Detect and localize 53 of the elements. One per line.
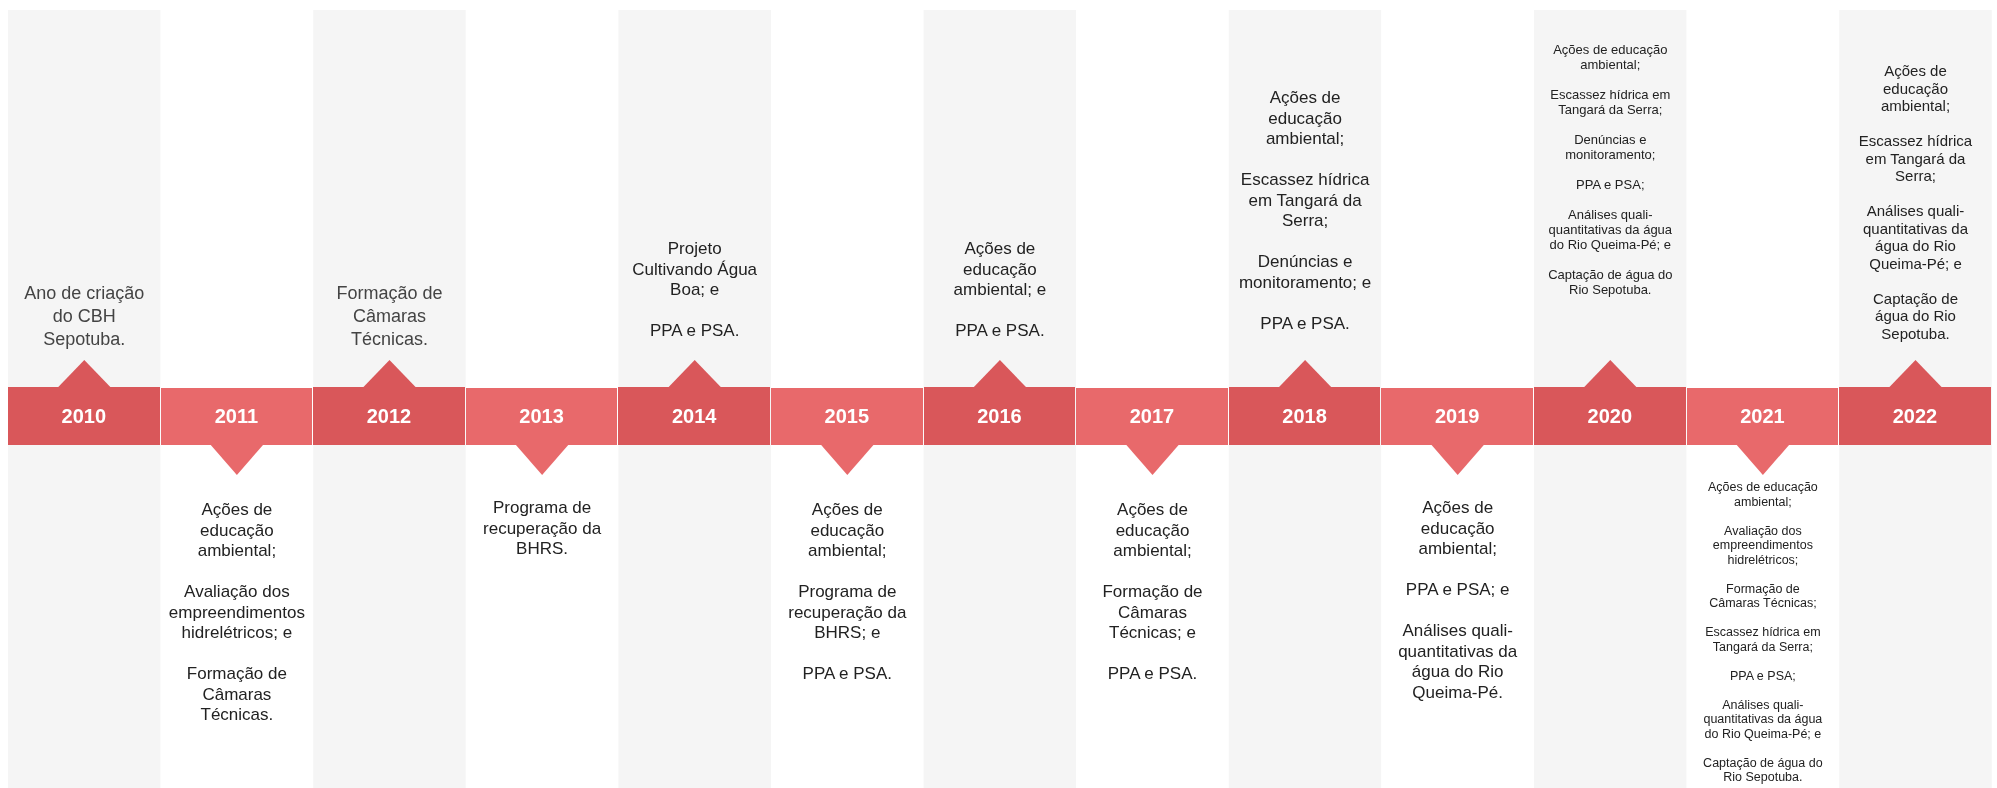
event-text: PPA e PSA; bbox=[1575, 177, 1646, 192]
event-text: Captação de água do Rio Sepotuba. bbox=[1702, 755, 1824, 785]
year-label: 2014 bbox=[671, 404, 717, 428]
event-text: Análises quali-quantitativas da água do Rio Queima-Pé. bbox=[1397, 621, 1519, 703]
event-text: PPA e PSA. bbox=[1259, 313, 1351, 334]
event-text: Análises quali-quantitativas da água do Rio Queima-Pé; e bbox=[1547, 207, 1673, 252]
event-text: Ano de criação do CBH Sepotuba. bbox=[23, 282, 146, 351]
event-text: PPA e PSA; e bbox=[1404, 580, 1511, 601]
year-label: 2015 bbox=[824, 405, 870, 428]
event-text: Programa de recuperação da BHRS. bbox=[482, 498, 603, 560]
year-label: 2016 bbox=[977, 404, 1022, 428]
event-text: Ações de educação ambiental; bbox=[1879, 62, 1952, 115]
year-label: 2011 bbox=[214, 405, 259, 428]
event-text: Denúncias e monitoramento; e bbox=[1237, 252, 1373, 293]
event-text: Ações de educação ambiental; bbox=[1264, 88, 1346, 150]
event-text: Análises quali-quantitativas da água do Rio Queima-Pé; e bbox=[1861, 202, 1970, 272]
event-text: Captação de água do Rio Sepotuba. bbox=[1547, 267, 1673, 297]
event-text: Escassez hídrica em Tangará da Serra; bbox=[1857, 132, 1974, 185]
event-text: Ações de educação ambiental; bbox=[1417, 498, 1498, 560]
event-text: PPA e PSA; bbox=[1729, 668, 1797, 683]
event-text: Escassez hídrica em Tangará da Serra; bbox=[1549, 87, 1672, 117]
event-text: Análises quali-quantitativas da água do Rio Queima-Pé; e bbox=[1702, 697, 1824, 741]
event-text: Avaliação dos empreendimentos hidrelétricos; bbox=[1711, 523, 1814, 567]
year-label: 2020 bbox=[1587, 404, 1633, 428]
event-text: Escassez hídrica em Tangará da Serra; bbox=[1239, 170, 1371, 232]
event-text: PPA e PSA. bbox=[801, 664, 894, 685]
year-label: 2013 bbox=[519, 405, 564, 428]
event-text: Ações de educação ambiental; bbox=[196, 500, 278, 562]
event-text: Denúncias e monitoramento; bbox=[1564, 132, 1657, 162]
event-text: Projeto Cultivando Água Boa; e bbox=[631, 239, 759, 301]
event-text: Captação de água do Rio Sepotuba. bbox=[1871, 289, 1960, 342]
year-label: 2022 bbox=[1892, 404, 1938, 428]
event-text: Programa de recuperação da BHRS; e bbox=[787, 582, 908, 644]
event-text: Ações de educação ambiental; e bbox=[952, 239, 1048, 301]
event-text: Escassez hídrica em Tangará da Serra; bbox=[1704, 625, 1822, 654]
event-text: Formação de Câmaras Técnicas. bbox=[185, 664, 288, 726]
event-text: Ações de educação ambiental; bbox=[1112, 500, 1193, 562]
event-text: PPA e PSA. bbox=[648, 321, 741, 342]
event-text: Avaliação dos empreendimentos hidrelétricos; e bbox=[167, 582, 306, 644]
event-text: Ações de educação ambiental; bbox=[1707, 480, 1819, 509]
year-label: 2021 bbox=[1740, 405, 1785, 428]
event-text: PPA e PSA. bbox=[954, 321, 1046, 342]
year-label: 2019 bbox=[1434, 405, 1480, 428]
year-label: 2010 bbox=[61, 404, 107, 428]
event-text: Ações de educação ambiental; bbox=[1552, 42, 1669, 72]
event-text: Ações de educação ambiental; bbox=[807, 500, 888, 562]
event-text: Formação de Câmaras Técnicas. bbox=[335, 282, 444, 351]
event-text: Formação de Câmaras Técnicas; bbox=[1708, 581, 1818, 611]
year-label: 2012 bbox=[366, 404, 412, 428]
year-label: 2017 bbox=[1129, 405, 1175, 428]
event-text: Formação de Câmaras Técnicas; e bbox=[1101, 582, 1204, 644]
year-label: 2018 bbox=[1282, 404, 1327, 428]
event-text: PPA e PSA. bbox=[1106, 664, 1199, 685]
